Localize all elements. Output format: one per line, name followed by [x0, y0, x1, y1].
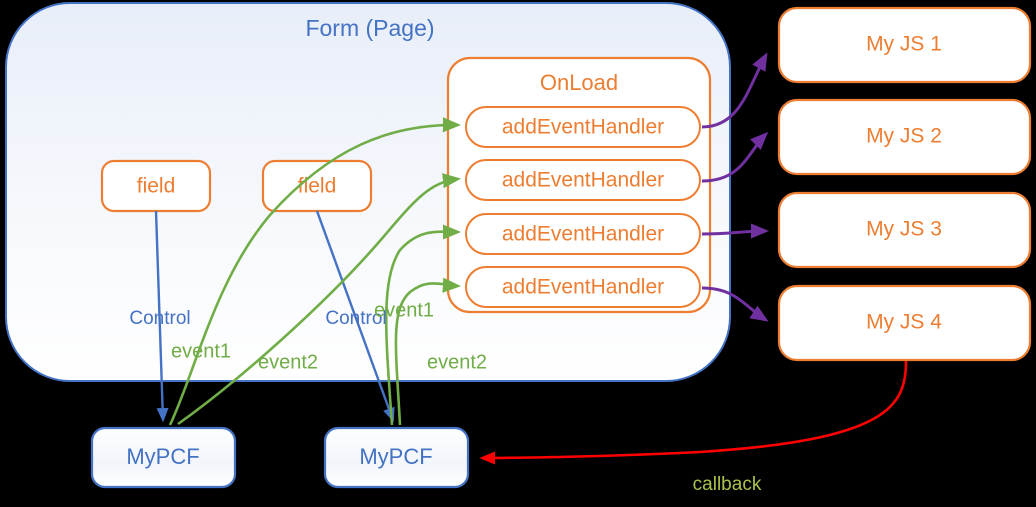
- add-event-handler-1-label: addEventHandler: [502, 116, 664, 139]
- add-event-handler-1-shape[interactable]: [465, 106, 701, 148]
- field-box-2-label: field: [298, 175, 337, 198]
- js-box-3[interactable]: My JS 3: [777, 191, 1032, 269]
- edge-control-2: [315, 210, 395, 423]
- edge-event2-pcf2: [394, 277, 462, 426]
- js-box-4[interactable]: My JS 4: [777, 284, 1032, 362]
- pcf-box-2-shape[interactable]: [323, 426, 470, 489]
- add-event-handler-4[interactable]: addEventHandler: [465, 266, 701, 308]
- js-box-1[interactable]: My JS 1: [777, 6, 1032, 84]
- field-box-1[interactable]: field: [100, 159, 212, 213]
- pcf-box-2-label: MyPCF: [359, 444, 432, 469]
- field-box-1-label: field: [137, 175, 176, 198]
- js-box-3-shape[interactable]: [777, 191, 1032, 269]
- add-event-handler-3-shape[interactable]: [465, 213, 701, 255]
- edge-label-event2-a: event2: [258, 351, 318, 373]
- add-event-handler-2-label: addEventHandler: [502, 169, 664, 192]
- form-page-title: Form (Page): [305, 15, 434, 41]
- edge-callback: [479, 360, 908, 465]
- js-box-1-shape[interactable]: [777, 6, 1032, 84]
- onload-title: OnLoad: [540, 70, 618, 95]
- pcf-box-2[interactable]: MyPCF: [323, 426, 470, 489]
- edge-control-1: [154, 210, 169, 423]
- edge-handler1-to-js1: [701, 52, 768, 129]
- add-event-handler-2-shape[interactable]: [465, 159, 701, 201]
- edge-handler4-to-js4: [701, 286, 769, 322]
- edge-label-control-1: Control: [129, 308, 190, 329]
- js-box-4-shape[interactable]: [777, 284, 1032, 362]
- js-box-1-label: My JS 1: [866, 33, 942, 56]
- js-box-2-label: My JS 2: [866, 125, 942, 148]
- edge-event1-pcf2: [384, 224, 462, 426]
- js-box-2[interactable]: My JS 2: [777, 98, 1032, 176]
- onload-container: OnLoad addEventHandler addEventHandler a…: [446, 56, 712, 314]
- add-event-handler-3[interactable]: addEventHandler: [465, 213, 701, 255]
- edge-label-callback: callback: [693, 474, 762, 495]
- add-event-handler-4-shape[interactable]: [465, 266, 701, 308]
- edge-handler2-to-js2: [701, 131, 769, 183]
- edge-label-event1-a: event1: [171, 340, 231, 362]
- edge-event2-pcf1: [177, 173, 462, 426]
- add-event-handler-3-label: addEventHandler: [502, 223, 664, 246]
- js-box-2-shape[interactable]: [777, 98, 1032, 176]
- edge-label-event1-b: event1: [374, 299, 434, 321]
- add-event-handler-1[interactable]: addEventHandler: [465, 106, 701, 148]
- js-box-3-label: My JS 3: [866, 218, 942, 241]
- pcf-box-1-shape[interactable]: [90, 426, 237, 489]
- edge-label-control-2: Control: [325, 308, 386, 329]
- edge-event1-pcf1: [168, 117, 462, 426]
- pcf-box-1-label: MyPCF: [126, 444, 199, 469]
- js-box-4-label: My JS 4: [866, 311, 942, 334]
- add-event-handler-2[interactable]: addEventHandler: [465, 159, 701, 201]
- edge-handler3-to-js3: [701, 223, 769, 239]
- add-event-handler-4-label: addEventHandler: [502, 276, 664, 299]
- edge-label-event2-b: event2: [427, 351, 487, 373]
- pcf-box-1[interactable]: MyPCF: [90, 426, 237, 489]
